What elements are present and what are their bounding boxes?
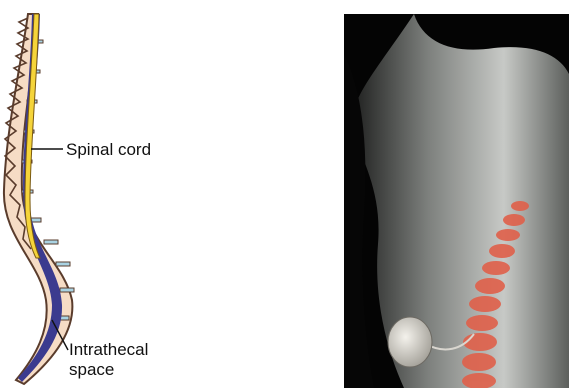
torso-silhouette [352,14,569,388]
torso-photo [344,14,569,388]
intrathecal-space-label-line1: Intrathecal [69,340,148,360]
torso-photo-icon [344,14,569,388]
spinal-cord-label: Spinal cord [66,140,151,160]
implanted-pump-icon [388,317,432,367]
spine-diagram-icon [0,0,130,388]
intrathecal-space-label-line2: space [69,360,114,380]
